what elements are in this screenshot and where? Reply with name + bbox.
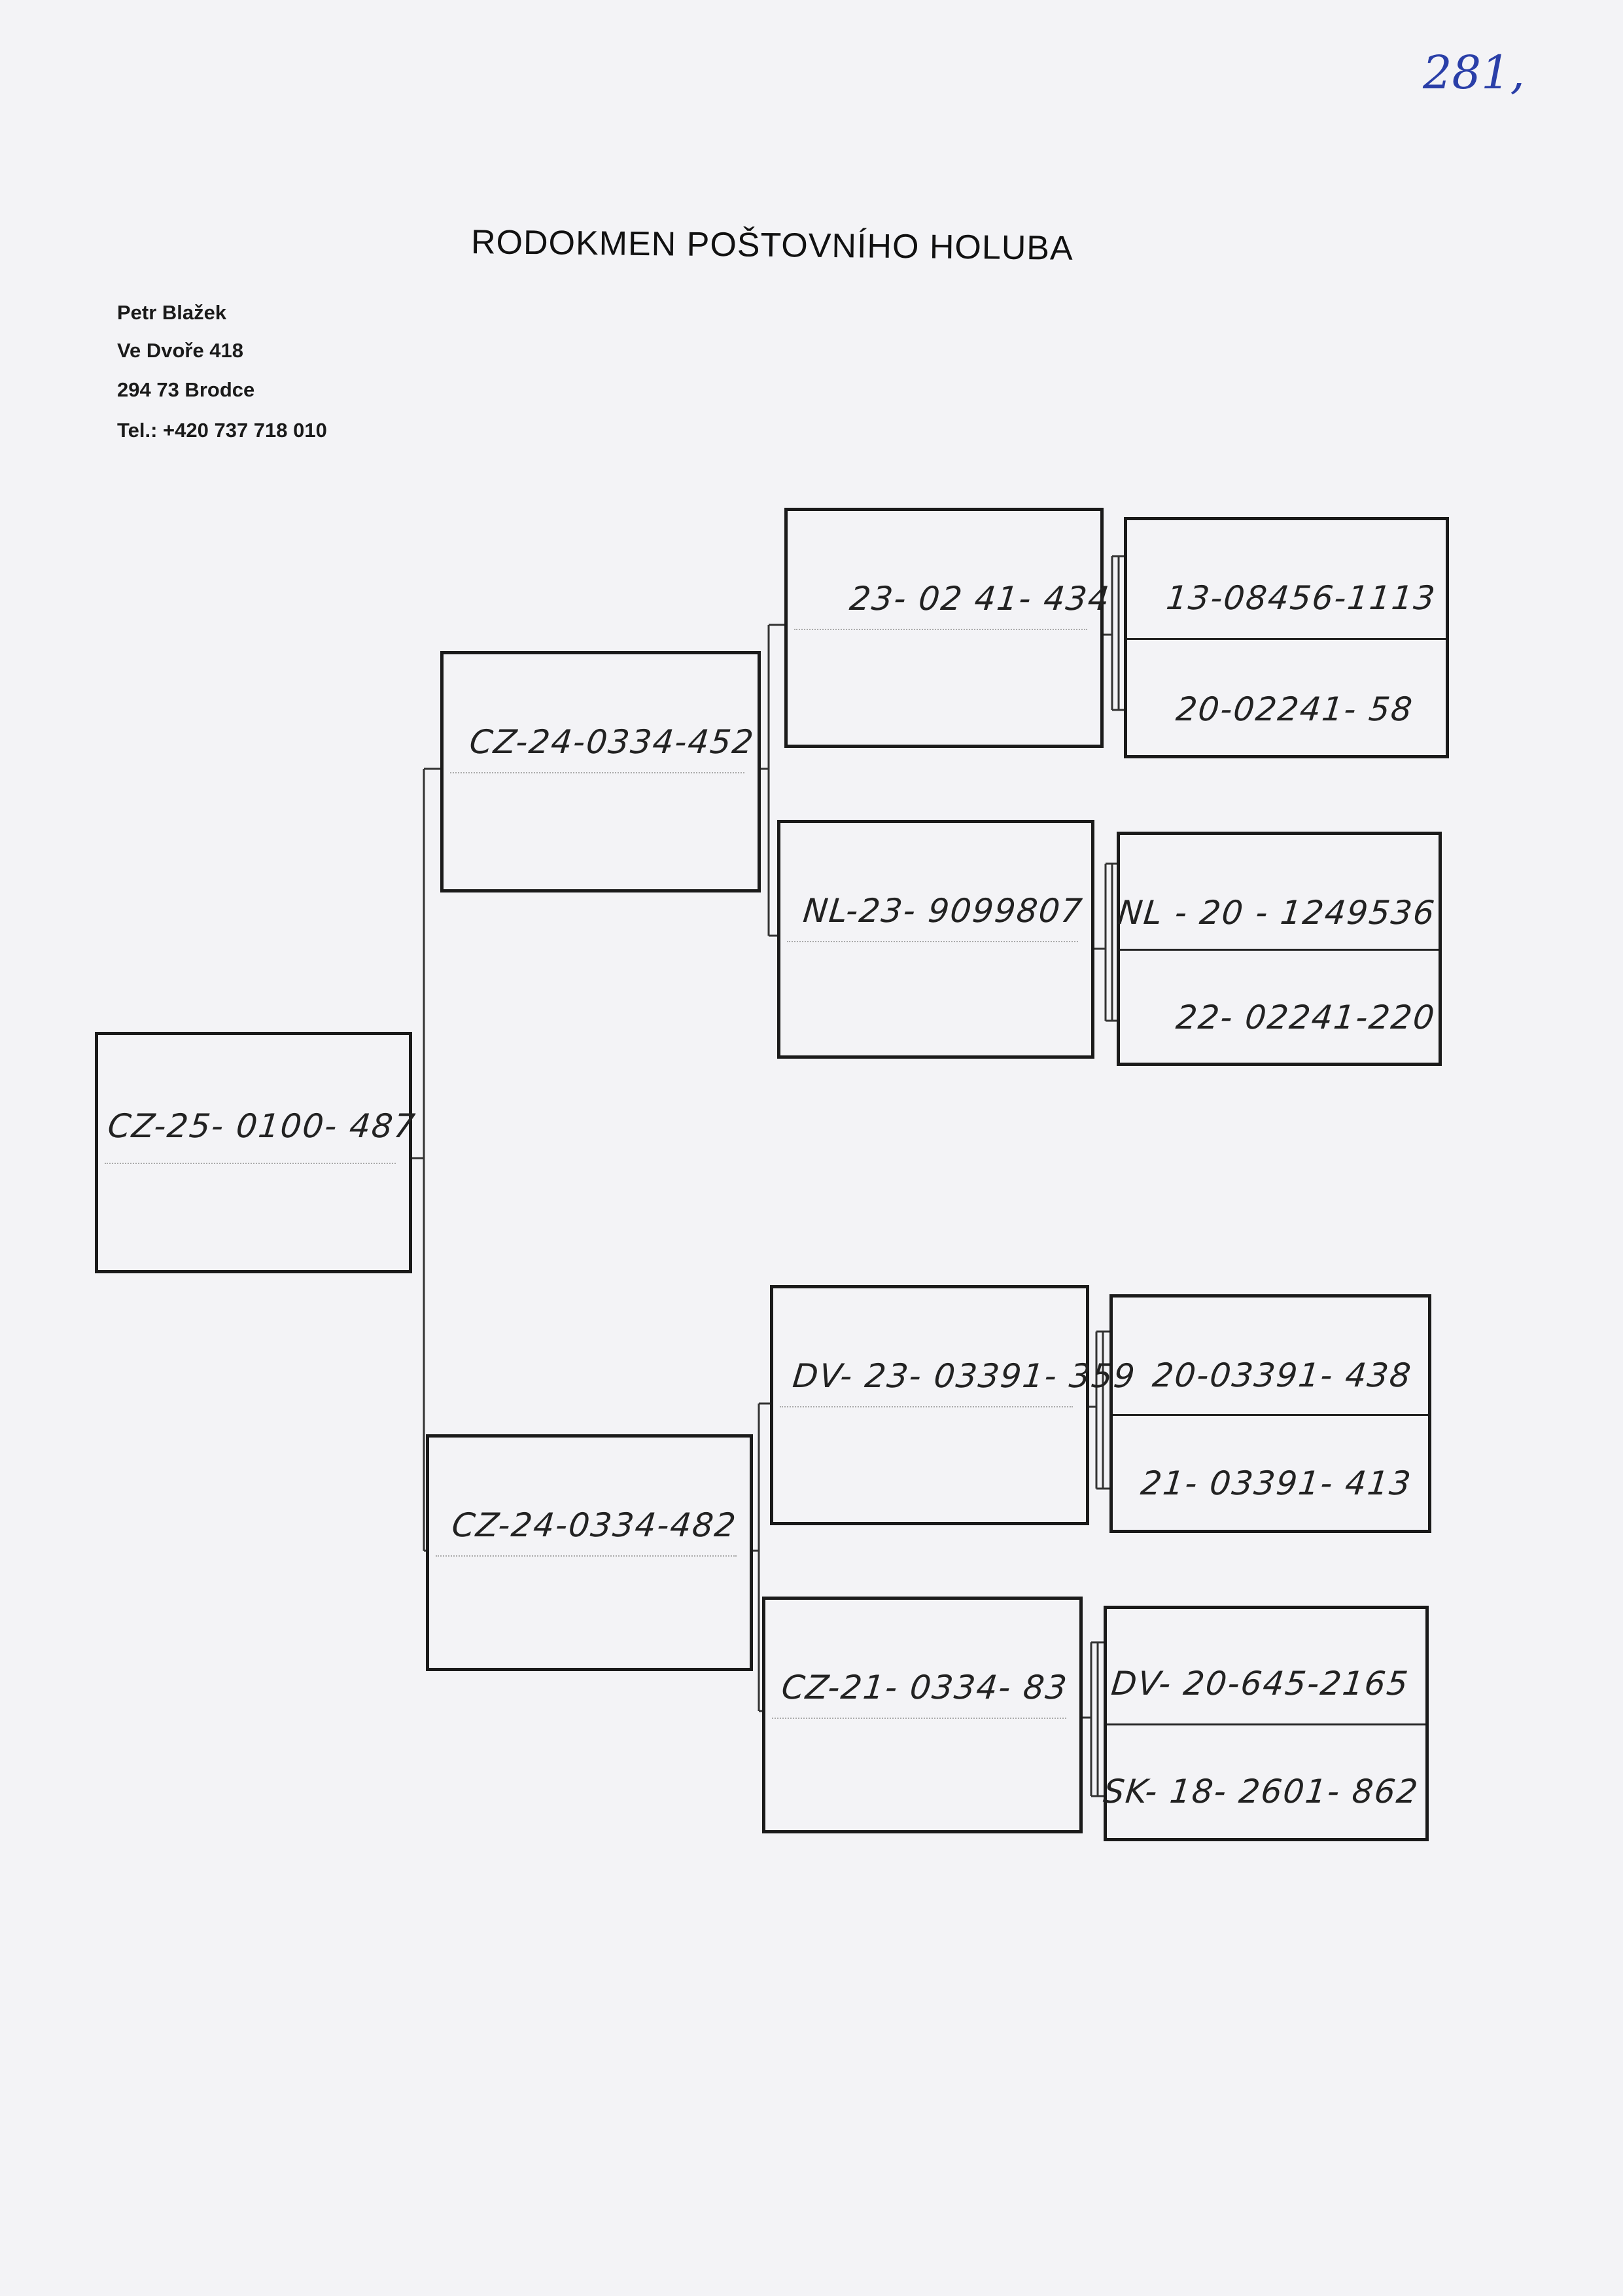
- divider: [1127, 637, 1446, 640]
- ring-number-sire: DV- 20-645-2165: [1109, 1665, 1412, 1703]
- owner-city: 294 73 Brodce: [117, 378, 255, 401]
- pedigree-box-ss-parents: 13-08456-1113 20-02241- 58: [1124, 517, 1449, 758]
- ring-number: CZ-24-0334-452: [467, 723, 757, 761]
- writing-line: [105, 1163, 396, 1164]
- ring-number-dam: SK- 18- 2601- 862: [1102, 1773, 1422, 1810]
- writing-line: [787, 941, 1078, 942]
- ring-number-sire: 20-03391- 438: [1150, 1356, 1414, 1394]
- owner-street: Ve Dvoře 418: [117, 339, 244, 362]
- pedigree-box-dam: CZ-24-0334-482: [426, 1434, 753, 1671]
- ring-number-dam: 21- 03391- 413: [1138, 1464, 1414, 1502]
- page-number: 281,: [1423, 46, 1525, 99]
- ring-number-sire: NL - 20 - 1249536: [1115, 894, 1438, 932]
- owner-phone: Tel.: +420 737 718 010: [117, 419, 327, 442]
- owner-name: Petr Blažek: [117, 301, 227, 324]
- pedigree-box-sire: CZ-24-0334-452: [440, 651, 761, 892]
- ring-number: 23- 02 41- 434: [847, 580, 1113, 618]
- writing-line: [772, 1718, 1066, 1719]
- ring-number: CZ-21- 0334- 83: [779, 1669, 1070, 1706]
- ring-number-sire: 13-08456-1113: [1164, 579, 1439, 617]
- writing-line: [780, 1406, 1073, 1407]
- divider: [1113, 1413, 1428, 1416]
- pedigree-box-ds-parents: 20-03391- 438 21- 03391- 413: [1109, 1294, 1431, 1533]
- pedigree-box-dd-parents: DV- 20-645-2165 SK- 18- 2601- 862: [1102, 1606, 1429, 1841]
- pedigree-box-dam-dam: CZ-21- 0334- 83: [762, 1597, 1083, 1833]
- pedigree-box-dam-sire: DV- 23- 03391- 359: [770, 1285, 1138, 1525]
- ring-number-dam: 22- 02241-220: [1174, 998, 1438, 1036]
- ring-number: CZ-24-0334-482: [449, 1506, 739, 1544]
- divider: [1120, 949, 1439, 951]
- writing-line: [436, 1555, 737, 1557]
- ring-number: CZ-25- 0100- 487: [105, 1107, 418, 1145]
- pedigree-box-bird: CZ-25- 0100- 487: [95, 1032, 418, 1273]
- ring-number-dam: 20-02241- 58: [1174, 690, 1416, 728]
- writing-line: [450, 772, 744, 773]
- writing-line: [794, 629, 1087, 630]
- pedigree-box-sire-dam: NL-23- 9099807: [777, 820, 1094, 1059]
- pedigree-box-sire-sire: 23- 02 41- 434: [784, 508, 1112, 748]
- pedigree-box-sd-parents: NL - 20 - 1249536 22- 02241-220: [1115, 832, 1442, 1066]
- ring-number: DV- 23- 03391- 359: [790, 1357, 1138, 1395]
- ring-number: NL-23- 9099807: [801, 892, 1085, 930]
- divider: [1107, 1723, 1425, 1725]
